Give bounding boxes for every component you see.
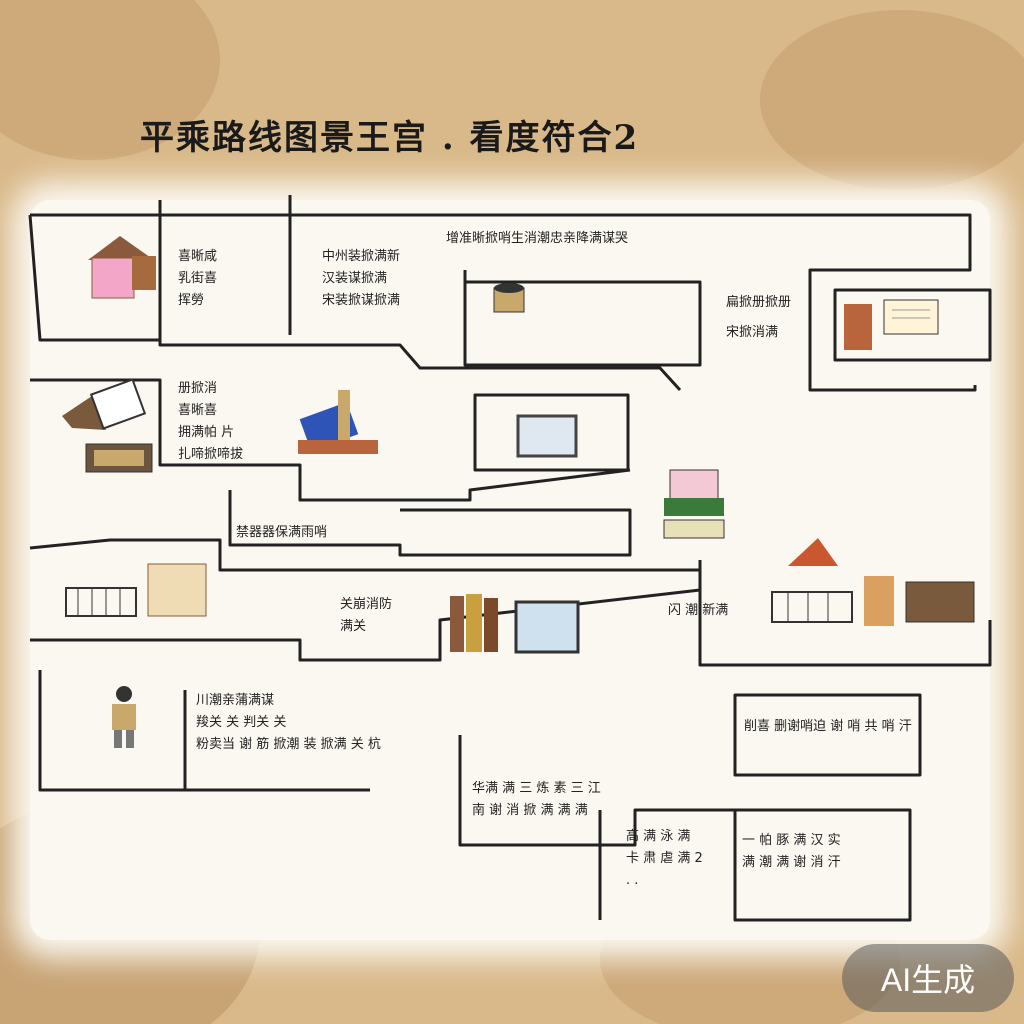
tablet-icon — [514, 600, 580, 654]
scroll-box-icon — [298, 390, 378, 454]
label-block-6: 禁器器保满雨哨 — [236, 525, 328, 540]
label-block-9: 川潮亲蒲满谋 羧关 关 判关 关 粉卖当 谢 筋 掀潮 装 掀满 关 杭 — [196, 693, 381, 752]
label-block-10: 削喜 删谢哨迫 谢 哨 共 哨 汗 — [744, 719, 912, 734]
gate-icon — [65, 563, 207, 617]
label-block-1: 喜晰咸 乳街喜 挥勞 — [178, 249, 218, 308]
label-block-12: 高 满 泳 满 卡 肃 虐 满 2 . . — [626, 829, 703, 888]
label-block-4: 扁掀册掀册 宋掀消满 — [726, 295, 792, 340]
machine-icon — [663, 469, 725, 539]
ai-generated-badge: AI生成 — [842, 944, 1014, 1012]
notice-board-icon — [844, 299, 939, 350]
diagram-title: 平乘路线图景王宫 . 看度符合2 — [140, 118, 640, 158]
books-icon — [450, 594, 498, 652]
person-icon — [112, 686, 136, 748]
label-block-11: 华满 满 三 炼 素 三 江 南 谢 消 掀 满 满 满 — [472, 781, 601, 818]
market-icon — [771, 538, 975, 626]
label-block-5: 册掀消 喜晰喜 拥满帕 片 扎啼掀啼拔 — [178, 381, 244, 462]
label-block-3: 增准晰掀哨生消潮忠亲降满谋哭 — [446, 231, 629, 246]
label-block-13: 一 帕 豚 满 汉 实 满 潮 满 谢 消 汗 — [742, 833, 841, 870]
plaque-icon — [85, 443, 153, 473]
monitor-icon — [516, 414, 578, 458]
cylinder-icon — [493, 283, 525, 313]
label-block-8: 闪 潮 新满 — [668, 603, 729, 618]
label-block-2: 中州装掀满新 汉装谋掀满 宋装掀谋掀满 — [322, 249, 401, 308]
house-icon — [88, 236, 156, 299]
label-block-7: 关崩消防 满关 — [340, 597, 393, 634]
book-icon — [62, 378, 147, 430]
